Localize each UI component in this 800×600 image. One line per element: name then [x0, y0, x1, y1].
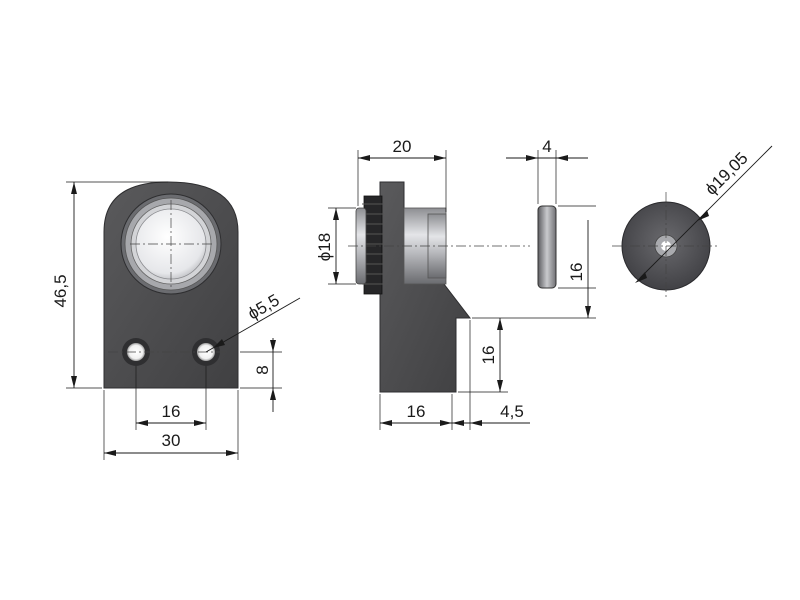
- dim-base-offset: 4,5: [500, 402, 524, 421]
- plate-side: [537, 205, 557, 289]
- side-knurl-ring: [363, 195, 383, 295]
- dim-width-total: 30: [162, 431, 181, 450]
- dim-hole-pitch: 16: [162, 402, 181, 421]
- plate-side-dimensions: 4 16: [506, 137, 596, 318]
- dim-magnet-diameter: ϕ18: [315, 233, 334, 261]
- dim-base-depth: 16: [407, 402, 426, 421]
- plate-front-view: [612, 192, 720, 300]
- side-dimensions: 20 ϕ18 16 4,5 16: [315, 137, 596, 430]
- side-view: [348, 181, 530, 393]
- dim-depth-total: 20: [393, 137, 412, 156]
- front-view: [103, 181, 239, 389]
- dim-base-height: 16: [479, 346, 498, 365]
- dim-plate-height: 16: [567, 263, 586, 282]
- front-dimensions: 46,5 16 30 8 ϕ5,5: [51, 181, 301, 460]
- dim-height-total: 46,5: [51, 274, 70, 307]
- dim-hole-height: 8: [253, 365, 272, 374]
- plate-side-view: [537, 205, 557, 289]
- dim-plate-thickness: 4: [542, 137, 551, 156]
- side-bracket: [379, 181, 472, 393]
